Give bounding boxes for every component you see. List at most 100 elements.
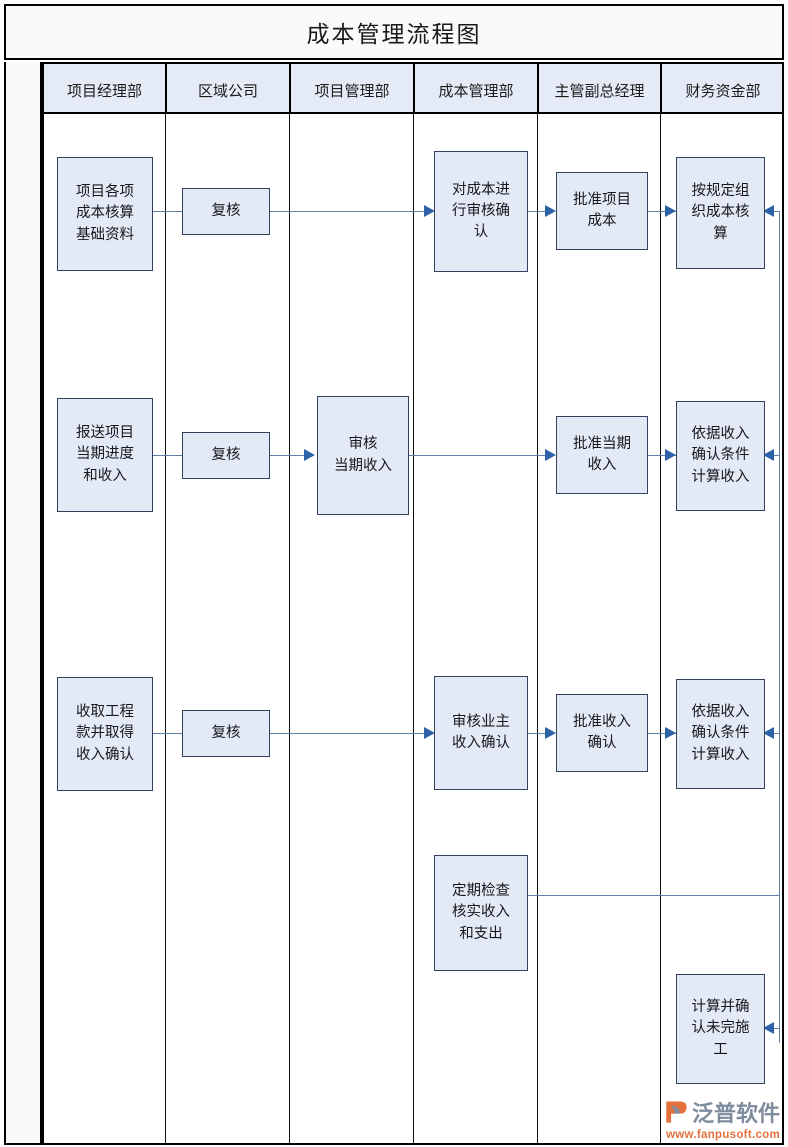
node-periodic-check-revenue-expense[interactable]: 定期检查 核实收入 和支出	[434, 855, 528, 971]
node-report-progress-revenue[interactable]: 报送项目 当期进度 和收入	[57, 398, 153, 512]
lane-finance-fund-dept	[660, 114, 784, 1145]
node-line: 审核业主	[452, 713, 510, 730]
lane-header-regional-company: 区域公司	[165, 64, 289, 116]
node-line: 计算收入	[691, 746, 750, 763]
node-line: 织成本核	[691, 204, 750, 221]
page-title: 成本管理流程图	[306, 22, 482, 47]
lane-project-management-dept	[289, 114, 413, 1145]
lane-body-area	[42, 114, 784, 1145]
node-line: 按规定组	[691, 183, 750, 200]
connector-n6-to-n7	[152, 455, 184, 456]
node-line: 行审核确	[452, 202, 510, 219]
node-line: 复核	[211, 202, 241, 219]
connector-n1-to-n2	[152, 211, 184, 212]
node-review-row1[interactable]: 复核	[182, 188, 270, 235]
connector-n4-to-n5	[648, 211, 676, 212]
lane-header-deputy-general-manager: 主管副总经理	[537, 64, 660, 116]
node-line: 基础资料	[76, 226, 134, 243]
node-line: 算	[713, 225, 728, 242]
arrowhead-bus-to-n17	[763, 1022, 774, 1034]
watermark-brand: 泛普软件	[691, 1101, 780, 1126]
arrowhead-to-n3	[424, 205, 435, 217]
arrowhead-to-n4	[545, 205, 556, 217]
lane-header-project-manager-dept: 项目经理部	[42, 64, 165, 116]
node-line: 认未完施	[691, 1020, 750, 1037]
node-project-cost-base-data[interactable]: 项目各项 成本核算 基础资料	[57, 157, 153, 271]
node-line: 工	[713, 1041, 728, 1058]
lane-cost-management-dept	[413, 114, 537, 1145]
node-calc-revenue-row2[interactable]: 依据收入 确认条件 计算收入	[676, 401, 765, 511]
arrowhead-to-n13	[424, 727, 435, 739]
node-line: 和支出	[459, 925, 503, 942]
lane-deputy-general-manager	[537, 114, 660, 1145]
node-line: 对成本进	[452, 181, 510, 198]
node-collect-payment-confirm[interactable]: 收取工程 款并取得 收入确认	[57, 677, 153, 791]
node-line: 批准项目	[573, 191, 631, 208]
connector-n11-to-n12	[152, 733, 184, 734]
node-line: 报送项目	[76, 425, 134, 442]
node-line: 认	[473, 224, 489, 240]
arrowhead-to-n14	[545, 727, 556, 739]
arrowhead-to-n5	[665, 205, 676, 217]
node-review-row3[interactable]: 复核	[182, 710, 270, 757]
arrowhead-to-n8	[304, 449, 315, 461]
lane-header-cost-management-dept: 成本管理部	[413, 64, 537, 116]
node-line: 确认条件	[691, 447, 750, 464]
connector-n7-to-n8	[269, 455, 307, 456]
node-approve-project-cost[interactable]: 批准项目 成本	[556, 172, 648, 250]
fanpu-logo-icon	[666, 1101, 687, 1123]
node-organize-cost-accounting[interactable]: 按规定组 织成本核 算	[676, 157, 765, 269]
node-line: 复核	[211, 724, 241, 741]
node-line: 批准收入	[573, 713, 631, 730]
arrowhead-bus-to-n15	[763, 727, 774, 739]
connector-bus-to-n16	[528, 895, 780, 896]
node-line: 核实收入	[452, 904, 510, 921]
lane-header-project-management-dept: 项目管理部	[289, 64, 413, 116]
connector-n8-to-n9	[409, 455, 547, 456]
lane-project-manager-dept	[42, 114, 165, 1145]
left-spacer-column	[4, 62, 42, 1145]
watermark: 泛普软件 www.fanpusoft.com	[630, 1093, 780, 1141]
connector-n12-to-n13	[269, 733, 427, 734]
node-calc-confirm-unfinished-work[interactable]: 计算并确 认未完施 工	[676, 974, 765, 1084]
node-line: 批准当期	[573, 435, 631, 452]
node-line: 审核	[348, 436, 378, 453]
arrowhead-bus-to-n10	[763, 449, 774, 461]
node-line: 收入	[587, 457, 617, 473]
node-line: 收取工程	[76, 704, 134, 721]
node-line: 计算并确	[691, 999, 750, 1016]
node-line: 收入确认	[76, 746, 134, 763]
swimlane-grid: 项目经理部 区域公司 项目管理部 成本管理部 主管副总经理 财务资金部	[42, 62, 784, 1145]
connector-feedback-bus	[779, 211, 780, 1043]
connector-n14-to-n15	[648, 733, 676, 734]
node-line: 和收入	[83, 467, 127, 484]
node-audit-owner-revenue[interactable]: 审核业主 收入确认	[434, 676, 528, 790]
connector-n2-to-n3	[269, 211, 427, 212]
node-calc-revenue-row3[interactable]: 依据收入 确认条件 计算收入	[676, 679, 765, 789]
lane-header-row: 项目经理部 区域公司 项目管理部 成本管理部 主管副总经理 财务资金部	[42, 62, 784, 116]
node-approve-current-revenue[interactable]: 批准当期 收入	[556, 416, 648, 494]
arrowhead-to-n15	[665, 727, 676, 739]
lane-header-finance-fund-dept: 财务资金部	[660, 64, 784, 116]
node-line: 计算收入	[691, 468, 750, 485]
node-line: 确认	[587, 735, 617, 751]
arrowhead-to-n9	[545, 449, 556, 461]
watermark-url: www.fanpusoft.com	[666, 1129, 780, 1141]
node-line: 复核	[211, 446, 241, 463]
watermark-brand-row: 泛普软件	[663, 1096, 780, 1128]
node-line: 成本核算	[76, 205, 134, 222]
node-approve-revenue-confirm[interactable]: 批准收入 确认	[556, 694, 648, 772]
connector-n13-to-n14	[528, 733, 554, 734]
arrowhead-bus-to-n5	[763, 205, 774, 217]
chart-title-band: 成本管理流程图	[4, 4, 784, 60]
node-cost-audit-confirm[interactable]: 对成本进 行审核确 认	[434, 151, 528, 272]
node-line: 收入确认	[452, 735, 510, 751]
node-audit-current-revenue[interactable]: 审核 当期收入	[317, 396, 409, 515]
connector-n3-to-n4	[528, 211, 554, 212]
arrowhead-to-n10	[665, 449, 676, 461]
node-line: 当期进度	[76, 446, 134, 463]
connector-n9-to-n10	[648, 455, 676, 456]
node-line: 项目各项	[76, 184, 134, 201]
node-review-row2[interactable]: 复核	[182, 432, 270, 479]
